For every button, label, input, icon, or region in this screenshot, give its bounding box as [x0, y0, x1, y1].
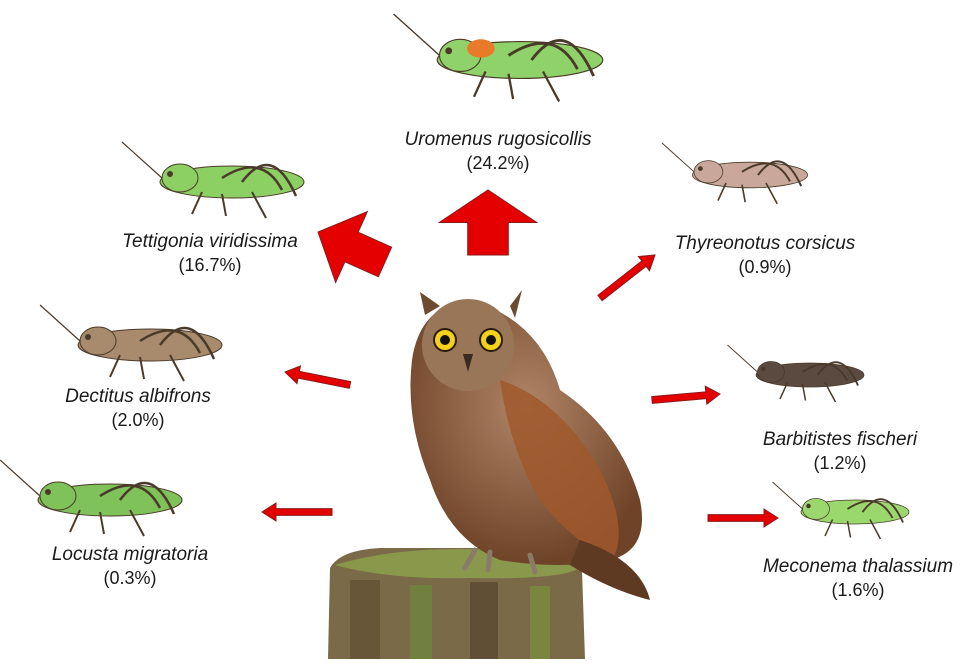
- insect-locusta: [0, 460, 182, 536]
- insect-dectitus: [40, 305, 222, 381]
- insect-meconema: [773, 482, 910, 539]
- arrow-locusta: [262, 503, 332, 521]
- species-name: Locusta migratoria: [25, 543, 235, 566]
- percent-value: (0.3%): [25, 566, 235, 590]
- species-name: Meconema thalassium: [745, 555, 971, 578]
- label-tettigonia: Tettigonia viridissima (16.7%): [95, 230, 325, 277]
- arrow-meconema: [708, 509, 778, 527]
- arrow-dectitus: [285, 366, 351, 388]
- label-dectitus: Dectitus albifrons (2.0%): [38, 385, 238, 432]
- percent-value: (2.0%): [38, 408, 238, 432]
- label-thyreonotus: Thyreonotus corsicus (0.9%): [660, 232, 870, 279]
- arrow-uromenus: [439, 190, 536, 255]
- percent-value: (0.9%): [660, 255, 870, 279]
- percent-value: (24.2%): [383, 151, 613, 175]
- species-name: Tettigonia viridissima: [95, 230, 325, 253]
- species-name: Uromenus rugosicollis: [383, 128, 613, 151]
- label-barbitistes: Barbitistes fischeri (1.2%): [735, 428, 945, 475]
- percent-value: (1.6%): [745, 578, 971, 602]
- label-meconema: Meconema thalassium (1.6%): [745, 555, 971, 602]
- species-name: Dectitus albifrons: [38, 385, 238, 408]
- insect-uromenus: [394, 14, 603, 101]
- percent-value: (16.7%): [95, 253, 325, 277]
- insect-thyreonotus: [662, 143, 808, 204]
- species-name: Thyreonotus corsicus: [660, 232, 870, 255]
- insect-barbitistes: [728, 345, 865, 402]
- arrow-tettigonia: [318, 212, 392, 283]
- label-locusta: Locusta migratoria (0.3%): [25, 543, 235, 590]
- insect-tettigonia: [122, 142, 304, 218]
- label-uromenus: Uromenus rugosicollis (24.2%): [383, 128, 613, 175]
- arrow-thyreonotus: [598, 255, 655, 301]
- species-name: Barbitistes fischeri: [735, 428, 945, 451]
- percent-value: (1.2%): [735, 451, 945, 475]
- arrow-barbitistes: [652, 386, 720, 404]
- owl-ear-right: [510, 290, 522, 318]
